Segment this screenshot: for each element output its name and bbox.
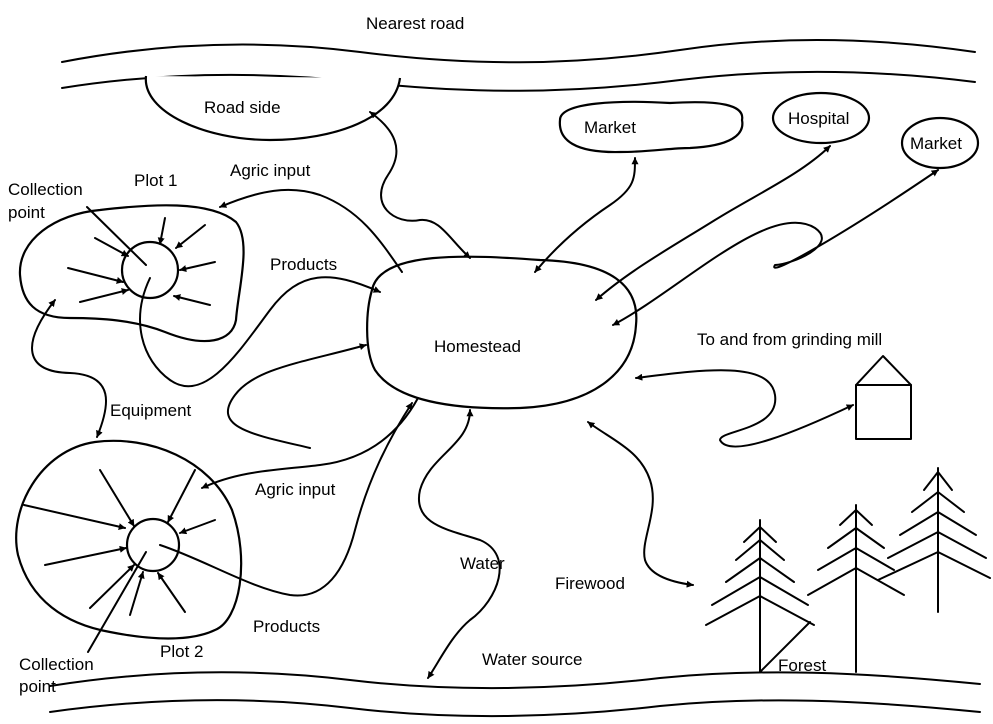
nearest-road	[61, 39, 976, 92]
plot-2-label: Plot 2	[160, 642, 203, 661]
firewood-label: Firewood	[555, 574, 625, 593]
agric-input-bottom-arrow	[201, 397, 419, 489]
plot-2-field-arrows	[23, 469, 216, 616]
water-source	[49, 671, 981, 718]
water-source-label: Water source	[482, 650, 582, 669]
nearest-road-label: Nearest road	[366, 14, 464, 33]
market-1-flow-arrow	[534, 157, 639, 273]
water-label: Water	[460, 554, 505, 573]
road-side-flow-arrow	[369, 111, 471, 259]
plot-1-field-arrows	[67, 217, 216, 306]
grinding-mill-icon	[855, 355, 912, 440]
firewood-arrow	[587, 421, 694, 588]
collection-point-top-label-2: point	[8, 203, 45, 222]
collection-point-bottom-label-2: point	[19, 677, 56, 696]
homestead-shape	[366, 255, 638, 410]
collection-point-top-leader	[86, 206, 147, 266]
agric-input-top-arrow	[219, 188, 403, 273]
hospital-label: Hospital	[788, 109, 849, 128]
grinding-mill-label: To and from grinding mill	[697, 330, 882, 349]
homestead-label: Homestead	[434, 337, 521, 356]
collection-point-bottom-label-1: Collection	[19, 655, 94, 674]
agric-input-bottom-label: Agric input	[255, 480, 336, 499]
collection-point-bottom-leader	[87, 551, 147, 653]
grinding-mill-flow-arrow	[635, 369, 854, 448]
collection-point-top-label-1: Collection	[8, 180, 83, 199]
agric-input-top-label: Agric input	[230, 161, 311, 180]
products-bottom-label: Products	[253, 617, 320, 636]
equipment-arrow	[31, 299, 107, 438]
products-top-arrow	[139, 276, 381, 388]
forest-label: Forest	[778, 656, 826, 675]
plot-2-collection-point	[125, 517, 181, 573]
hospital-shape	[771, 91, 871, 145]
market-2-shape	[900, 116, 980, 170]
forest-trees-icon	[705, 467, 991, 673]
products-bottom-arrow	[159, 402, 413, 597]
road-side-label: Road side	[204, 98, 281, 117]
market-2-flow-arrow	[612, 169, 939, 326]
market-2-label: Market	[910, 134, 962, 153]
equipment-label: Equipment	[110, 401, 192, 420]
agric-input-middle-arrow	[227, 343, 367, 449]
water-arrow	[417, 409, 501, 679]
plot-1-label: Plot 1	[134, 171, 177, 190]
road-side-region	[144, 75, 402, 142]
products-top-label: Products	[270, 255, 337, 274]
market-1-label: Market	[584, 118, 636, 137]
